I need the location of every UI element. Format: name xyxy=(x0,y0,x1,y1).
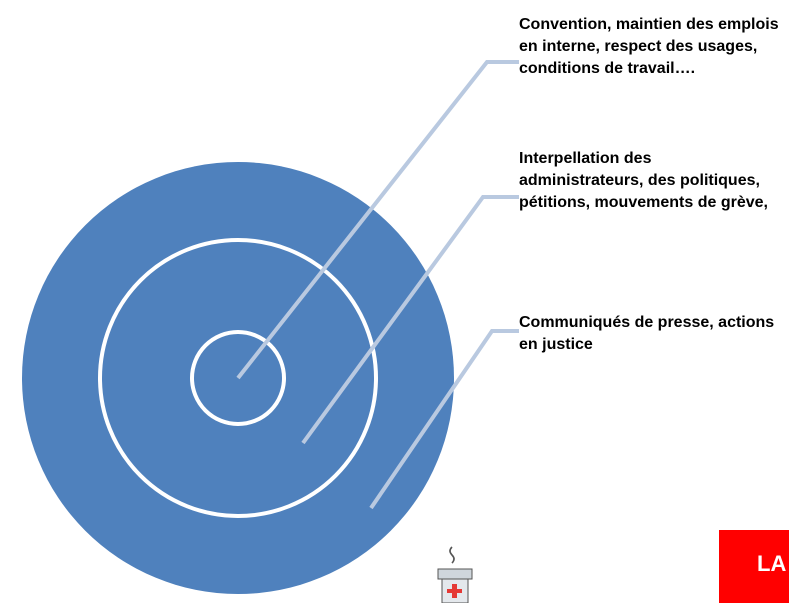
coffee-cup-first-aid-icon xyxy=(437,546,473,603)
leader-line-outer xyxy=(369,329,519,510)
inner-ring xyxy=(190,330,286,426)
middle-ring xyxy=(98,238,378,518)
callout-middle-ring: Interpellation des administrateurs, des … xyxy=(519,150,768,211)
red-badge: LA xyxy=(719,530,789,603)
leader-line-middle xyxy=(301,195,519,445)
leader-line-inner xyxy=(236,60,519,380)
badge-label: LA xyxy=(757,551,787,576)
callout-outer-ring: Communiqués de presse, actions en justic… xyxy=(519,314,775,353)
callout-inner-ring: Convention, maintien des emplois en inte… xyxy=(519,16,779,77)
